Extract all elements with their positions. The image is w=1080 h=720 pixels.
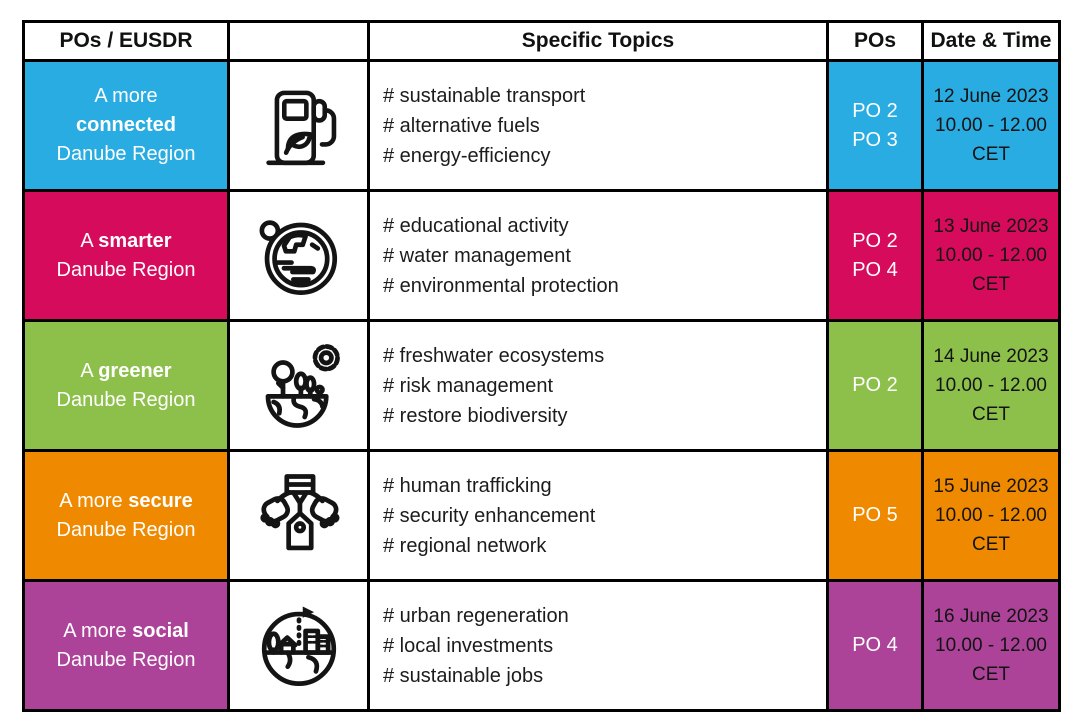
header-specific-topics: Specific Topics (367, 20, 829, 62)
region-cell: A more connected Danube Region (22, 59, 230, 192)
header-pos: POs (826, 20, 924, 62)
date-cell: 12 June 2023 10.00 - 12.00 CET (921, 59, 1061, 192)
region-cell: A more secure Danube Region (22, 449, 230, 582)
date-cell: 14 June 2023 10.00 - 12.00 CET (921, 319, 1061, 452)
pos-cell: PO 2 PO 3 (826, 59, 924, 192)
pos-cell: PO 2 (826, 319, 924, 452)
region-cell: A greener Danube Region (22, 319, 230, 452)
pos-cell: PO 4 (826, 579, 924, 712)
header-pos-eusdr: POs / EUSDR (22, 20, 230, 62)
earth-trees-gear-icon (252, 343, 346, 428)
pos-cell: PO 2 PO 4 (826, 189, 924, 322)
fuel-pump-leaf-icon (253, 90, 345, 165)
table-row-smarter: A smarter Danube Region # educational ac… (22, 189, 1061, 322)
region-cell: A more social Danube Region (22, 579, 230, 712)
icon-cell (227, 579, 370, 712)
region-cell: A smarter Danube Region (22, 189, 230, 322)
urban-regeneration-globe-icon (252, 606, 346, 686)
icon-cell (227, 319, 370, 452)
icon-cell (227, 59, 370, 192)
pos-cell: PO 5 (826, 449, 924, 582)
icon-cell (227, 189, 370, 322)
header-icon-column (227, 20, 370, 62)
topics-cell: # freshwater ecosystems # risk managemen… (367, 319, 829, 452)
date-cell: 16 June 2023 10.00 - 12.00 CET (921, 579, 1061, 712)
date-cell: 13 June 2023 10.00 - 12.00 CET (921, 189, 1061, 322)
date-cell: 15 June 2023 10.00 - 12.00 CET (921, 449, 1061, 582)
topics-cell: # urban regeneration # local investments… (367, 579, 829, 712)
topics-cell: # educational activity # water managemen… (367, 189, 829, 322)
icon-cell (227, 449, 370, 582)
header-row: POs / EUSDR Specific Topics POs Date & T… (22, 20, 1061, 62)
hands-tag-icon (252, 473, 346, 550)
globe-satellite-icon (252, 219, 346, 295)
topics-cell: # sustainable transport # alternative fu… (367, 59, 829, 192)
eusdr-schedule-table: POs / EUSDR Specific Topics POs Date & T… (22, 20, 1061, 712)
table-row-greener: A greener Danube Region (22, 319, 1061, 452)
topics-cell: # human trafficking # security enhanceme… (367, 449, 829, 582)
table-row-connected: A more connected Danube Region # sustain… (22, 59, 1061, 192)
table-row-social: A more social Danube Region (22, 579, 1061, 712)
table-row-secure: A more secure Danube Region (22, 449, 1061, 582)
header-date-time: Date & Time (921, 20, 1061, 62)
